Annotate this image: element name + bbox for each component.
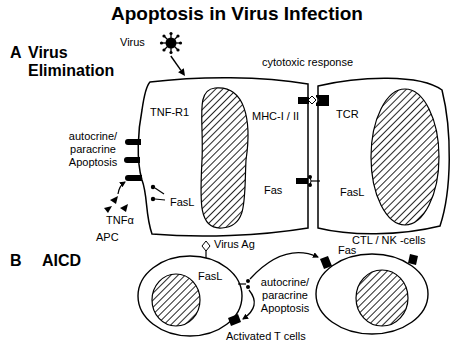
cell-label: Activated T cells [226,330,306,343]
receptor-label: Fas [338,244,356,257]
ligand-label: TNFα [106,214,134,227]
process-label: autocrine/ paracrine Apoptosis [62,130,124,169]
process-label: cytotoxic response [262,56,353,69]
figure-title: Apoptosis in Virus Infection [0,3,474,25]
virus-particle: Virus [120,30,182,56]
ligand-label: FasL [340,186,364,199]
antigen-label: Virus Ag [214,238,255,251]
ligand-label: FasL [198,270,222,283]
receptor-label: TNF-R1 [150,106,189,119]
ctl-nk-cell: CTL / NK -cells [312,72,452,248]
panel-letter: A [10,44,22,62]
receptor-label: TCR [336,108,359,121]
panel-letter: B [10,252,22,270]
cell-label: APC [96,231,119,244]
cell-label: Virus [120,36,145,49]
panel-heading: Virus Elimination [28,44,128,80]
process-label: autocrine/ paracrine Apoptosis [258,276,312,315]
panel-heading: AICD [42,252,81,270]
infection-arrow [171,56,185,76]
ctl-nk-cell-outline [312,72,452,248]
receptor-label: Fas [264,184,282,197]
ligand-label: FasL [170,196,194,209]
receptor-label: MHC-I / II [252,110,299,123]
cell-label: CTL / NK -cells [352,234,426,247]
